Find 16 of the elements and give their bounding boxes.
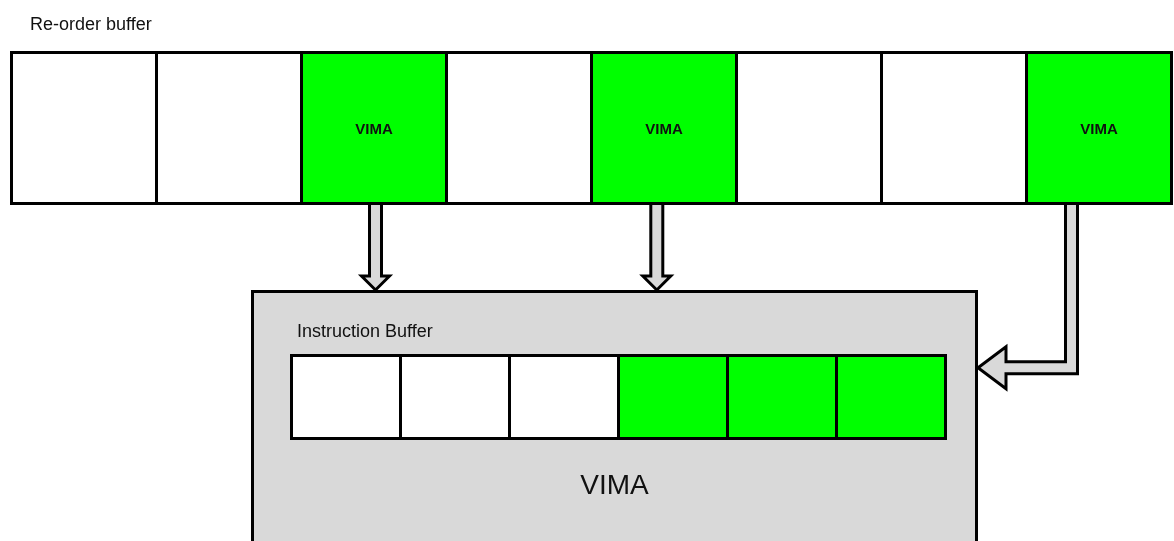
buffer-slot [593,54,738,202]
buffer-slot [1028,54,1173,202]
slot-label: VIMA [645,119,683,137]
buffer-slot [838,357,947,437]
unit-label: VIMA [579,469,650,501]
buffer-title: Instruction Buffer [297,321,433,342]
buffer-title: Re-order buffer [30,14,152,35]
slot-label: VIMA [355,119,393,137]
buffer-slot [303,54,448,202]
buffer-slot [729,357,838,437]
buffer-slot [511,357,620,437]
buffer-slot [293,357,402,437]
buffer-slot [402,357,511,437]
slot-label: VIMA [1080,119,1118,137]
buffer-slot [620,357,729,437]
unit-block [251,290,978,541]
